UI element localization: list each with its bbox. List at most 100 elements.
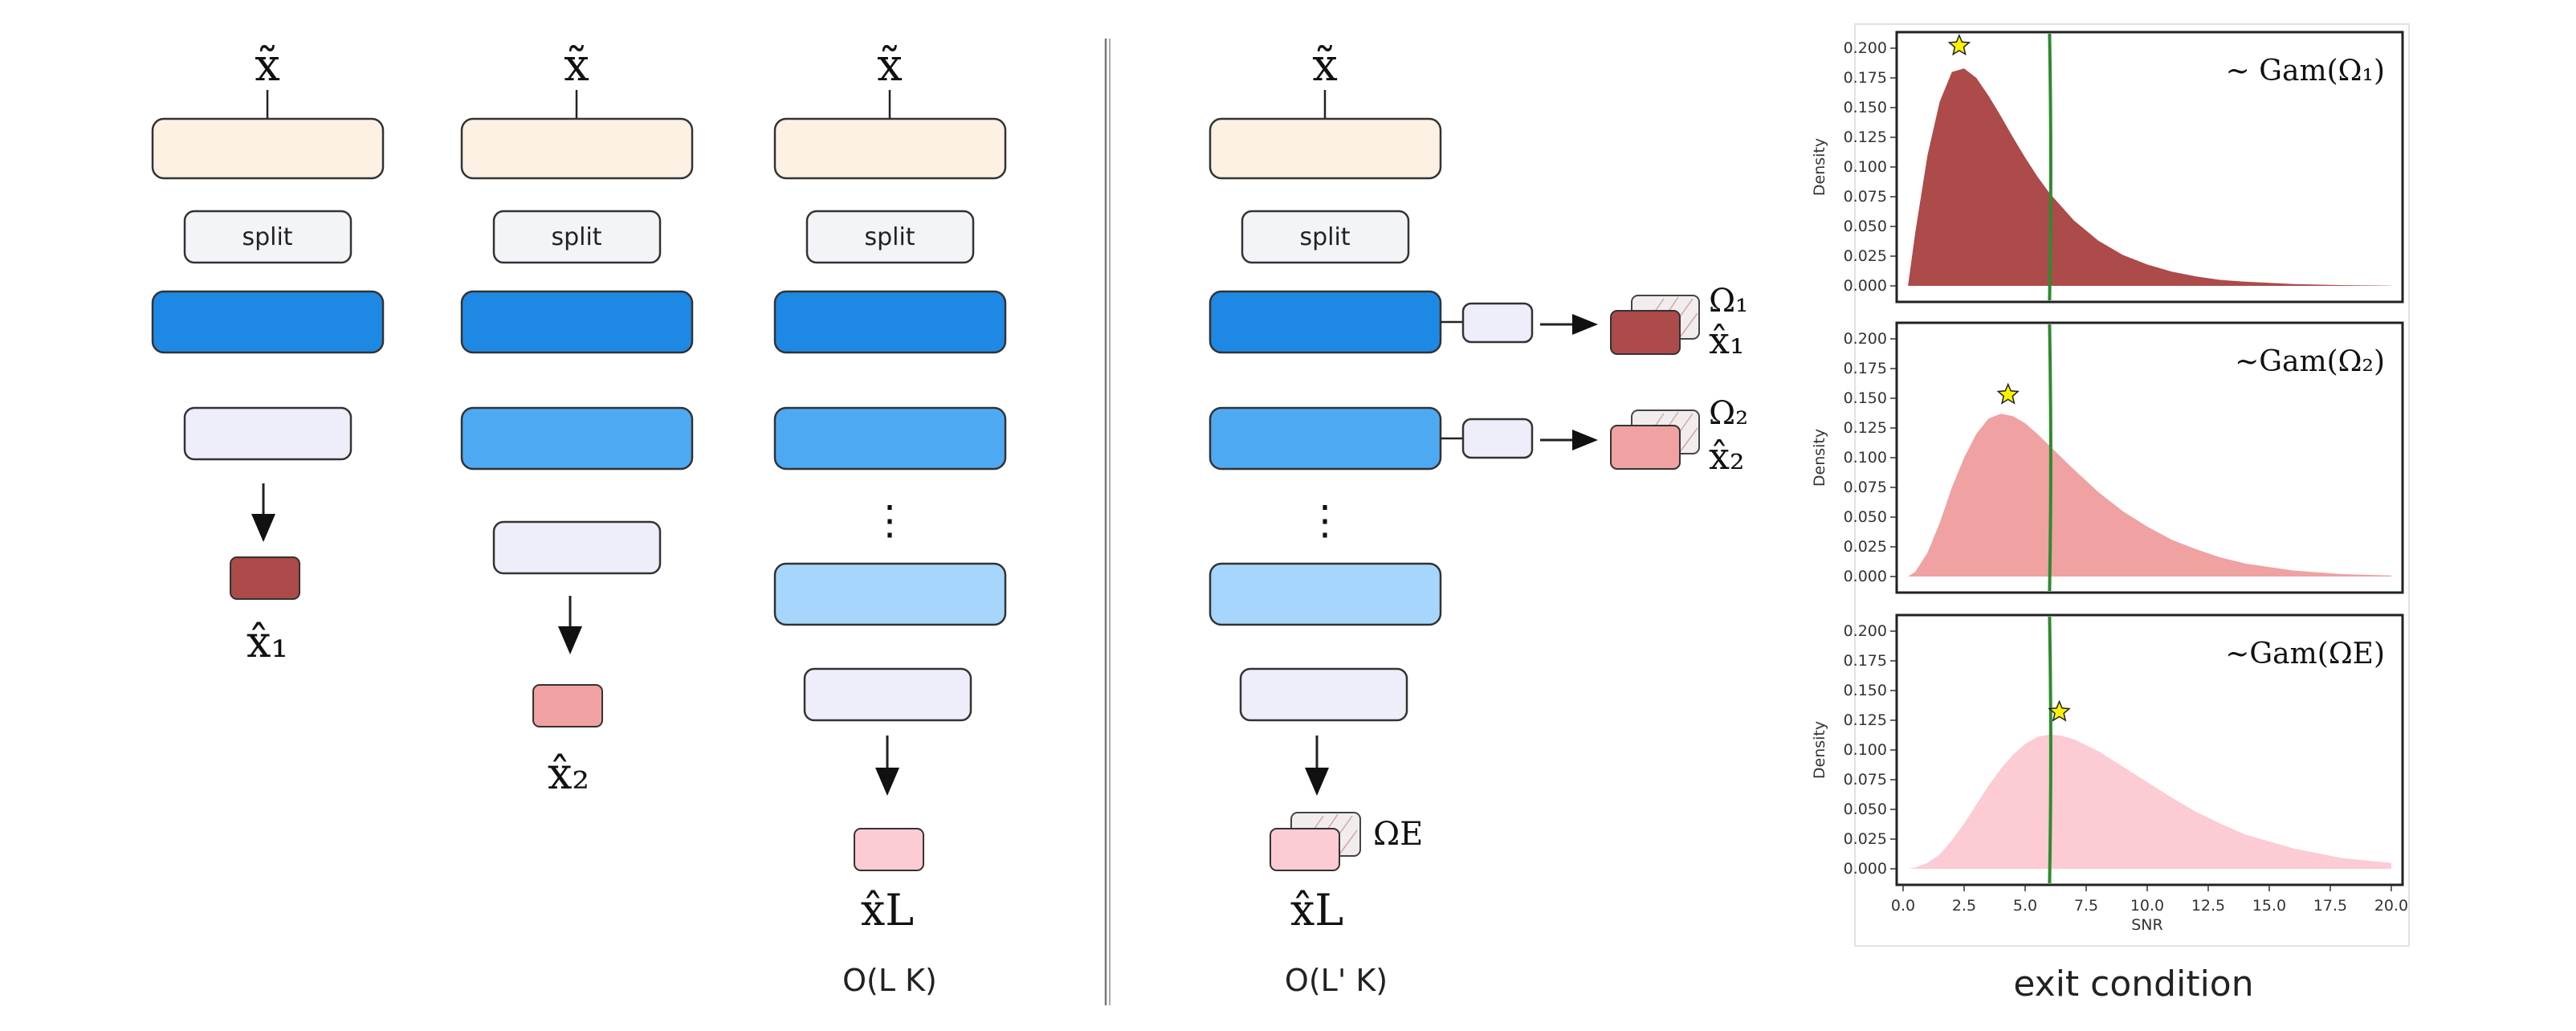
ellipsis-3: ⋮ <box>870 497 910 544</box>
chart-1-ytick-label: 0.125 <box>1844 128 1887 146</box>
column-2: x̃ split x̂₂ <box>460 39 694 799</box>
output-block-xL-4 <box>1270 828 1340 871</box>
chart-1-ytick-label: 0.000 <box>1844 277 1887 295</box>
chart-3-threshold-line <box>2048 616 2052 884</box>
chart-1-annotation: ~ Gam(Ω₁) <box>2226 55 2385 88</box>
star-icon <box>1996 382 2020 405</box>
chart-2-ytick-label: 0.100 <box>1844 449 1887 467</box>
column-3: x̃ split ⋮ x̂L O(L K) <box>773 39 1007 998</box>
chart-2-threshold-line <box>2048 324 2052 592</box>
chart-3-xtick-label: 20.0 <box>2374 897 2408 915</box>
chart-2-ytick-label: 0.075 <box>1844 479 1887 496</box>
arrow-down-icon <box>251 514 275 542</box>
chart-3-xtick-label: 17.5 <box>2313 897 2347 915</box>
chart-2-ytick-label: 0.000 <box>1844 568 1887 585</box>
split-label-3: split <box>864 223 915 251</box>
chart-3-ytick-label: 0.200 <box>1844 622 1887 640</box>
chart-3-ytick-label: 0.025 <box>1844 830 1887 848</box>
input-label-2: x̃ <box>564 39 589 92</box>
chart-3-density-area <box>1908 734 2391 869</box>
input-label-1: x̃ <box>255 39 280 92</box>
chart-3-ytick-label: 0.125 <box>1844 711 1887 729</box>
output-label-xL-3: x̂L <box>861 885 914 935</box>
arrow-down-icon <box>1305 768 1329 796</box>
chart-3-xtick-label: 15.0 <box>2252 897 2286 915</box>
arrow-right-icon <box>1572 314 1598 335</box>
chart-1-ytick-label: 0.050 <box>1844 218 1887 235</box>
chart-3-ytick-label: 0.100 <box>1844 741 1887 759</box>
layer-dark-2 <box>460 290 694 354</box>
star-icon <box>2048 699 2071 722</box>
chart-3-ytick-label: 0.050 <box>1844 801 1887 818</box>
exit-output-2 <box>1610 425 1681 470</box>
layer-light-4 <box>1209 562 1442 626</box>
arrow-down-icon <box>875 768 899 796</box>
exit-head-1 <box>1461 302 1534 344</box>
split-label-2: split <box>551 223 601 251</box>
split-block-4 <box>1241 210 1410 264</box>
chart-2-ytick-label: 0.200 <box>1844 330 1887 348</box>
ellipsis-4: ⋮ <box>1305 497 1345 544</box>
chart-3-xtick-label: 10.0 <box>2130 897 2164 915</box>
input-block-2 <box>460 117 694 180</box>
output-label-xL-4: x̂L <box>1290 885 1343 935</box>
head-block-2 <box>492 520 662 575</box>
complexity-right: O(L' K) <box>1285 963 1388 998</box>
charts-group: 0.000 0.025 0.050 0.075 0.100 0.125 0.150 0.175… <box>1811 31 2408 934</box>
chart-3-xtick-label: 2.5 <box>1952 897 1976 915</box>
column-1: x̃ split x̂₁ <box>151 39 385 667</box>
output-label-x1: x̂₁ <box>247 617 288 667</box>
chart-1-ylabel: Density <box>1811 138 1828 196</box>
split-block-2 <box>492 210 662 264</box>
exit-label-x2: x̂₂ <box>1709 434 1744 478</box>
chart-2-ytick-label: 0.125 <box>1844 419 1887 437</box>
exit-condition-caption: exit condition <box>2013 964 2253 1005</box>
omega-label-1: Ω₁ <box>1709 283 1748 320</box>
chart-3-ytick-label: 0.175 <box>1844 652 1887 670</box>
head-block-4 <box>1239 667 1408 722</box>
chart-2-ytick-label: 0.025 <box>1844 538 1887 556</box>
exit-label-x1: x̂₁ <box>1709 319 1744 362</box>
chart-1-ytick-label: 0.025 <box>1844 247 1887 265</box>
layer-mid-2 <box>460 406 694 471</box>
chart-3-ylabel: Density <box>1811 721 1828 779</box>
layer-light-3 <box>773 562 1007 626</box>
input-label-4: x̃ <box>1312 39 1338 92</box>
chart-2-ytick-label: 0.150 <box>1844 389 1887 407</box>
input-label-3: x̃ <box>877 39 903 92</box>
chart-1-threshold-line <box>2048 33 2052 301</box>
chart-3-xlabel: SNR <box>2131 916 2162 934</box>
chart-3-ytick-label: 0.075 <box>1844 771 1887 789</box>
head-block-1 <box>183 406 353 461</box>
exit-condition-panel: 0.000 0.025 0.050 0.075 0.100 0.125 0.150 0.175… <box>1811 23 2410 1005</box>
chart-3-xtick-label: 7.5 <box>2074 897 2098 915</box>
input-block-1 <box>151 117 385 180</box>
chart-3-xtick-label: 12.5 <box>2191 897 2225 915</box>
chart-3-ytick-label: 0.000 <box>1844 860 1887 878</box>
omega-label-E: ΩE <box>1373 816 1423 853</box>
chart-1-ytick-label: 0.200 <box>1844 39 1887 57</box>
input-block-4 <box>1209 117 1442 180</box>
output-block-x1 <box>230 556 300 600</box>
chart-2-density-area <box>1908 414 2391 577</box>
chart-3-ytick-label: 0.150 <box>1844 682 1887 699</box>
arrow-right-icon <box>1572 430 1598 450</box>
exit-output-1 <box>1610 310 1681 355</box>
chart-2-annotation: ~Gam(Ω₂) <box>2235 345 2385 378</box>
chart-3-xtick-label: 0.0 <box>1891 897 1915 915</box>
chart-3-annotation: ~Gam(ΩE) <box>2225 638 2385 670</box>
chart-1-ytick-label: 0.075 <box>1844 188 1887 206</box>
layer-dark-1 <box>151 290 385 354</box>
input-block-3 <box>773 117 1007 180</box>
omega-label-2: Ω₂ <box>1709 395 1748 432</box>
exit-head-2 <box>1461 418 1534 459</box>
layer-mid-4 <box>1209 406 1442 471</box>
split-label-1: split <box>242 223 292 251</box>
head-block-3 <box>803 667 972 722</box>
output-block-xL-3 <box>854 828 924 871</box>
split-label-4: split <box>1299 223 1350 251</box>
chart-1-ytick-label: 0.150 <box>1844 99 1887 116</box>
layer-mid-3 <box>773 406 1007 471</box>
chart-1-ytick-label: 0.100 <box>1844 158 1887 176</box>
